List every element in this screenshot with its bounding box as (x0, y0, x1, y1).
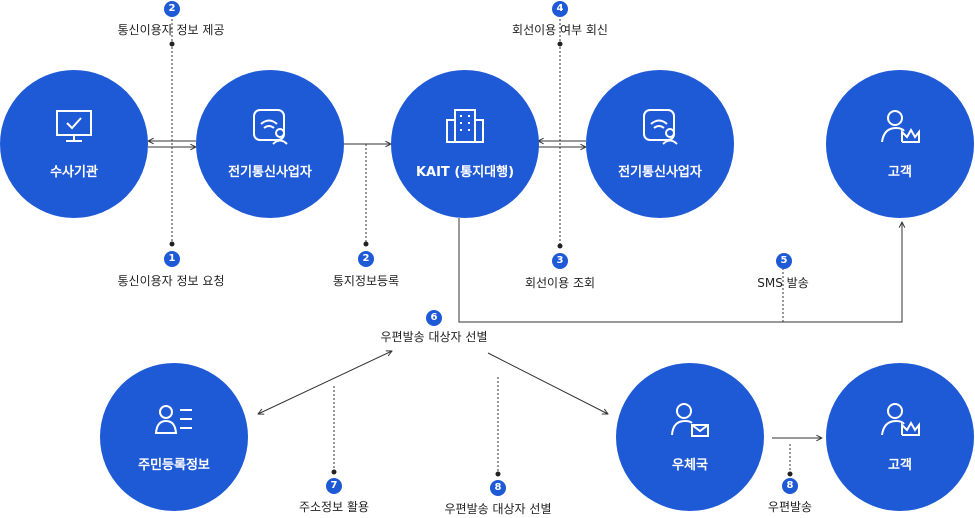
step-badge: 1 (164, 251, 180, 267)
step-label: 회선이용 여부 회신 (512, 23, 608, 37)
step-badge: 3 (552, 253, 568, 269)
node-resident-registry: 주민등록정보 (100, 363, 248, 511)
step-label: 우편발송 (767, 500, 813, 514)
step-badge: 8 (782, 478, 798, 494)
node-customer-1: 고객 (826, 70, 974, 218)
node-label: 고객 (888, 458, 912, 473)
node-label: 전기통신사업자 (228, 165, 312, 180)
step-badge: 7 (326, 478, 342, 494)
node-label: 주민등록정보 (138, 458, 210, 473)
arrow-center-post (487, 352, 608, 414)
step-badge: 2 (358, 251, 374, 267)
step-label: 우편발송 대상자 선별 (380, 330, 488, 344)
step-label: 회선이용 조회 (524, 276, 596, 290)
node-telecom-provider-1: 전기통신사업자 (196, 70, 344, 218)
step-badge: 4 (552, 1, 568, 17)
step-label: 주소정보 활용 (298, 500, 370, 514)
node-label: 수사기관 (50, 165, 98, 180)
router-user-icon (643, 109, 678, 145)
node-customer-2: 고객 (826, 363, 974, 511)
node-label: 고객 (888, 165, 912, 180)
arrow-kait-to-customer (458, 218, 902, 323)
node-label: 전기통신사업자 (618, 165, 702, 180)
building-icon (446, 109, 484, 143)
user-crown-icon (881, 110, 920, 143)
router-user-icon (253, 109, 288, 145)
step-label: SMS 발송 (757, 276, 809, 290)
node-kait: KAIT (통지대행) (391, 70, 539, 218)
arrow-center-resident (258, 351, 392, 414)
user-mail-icon (671, 403, 709, 437)
monitor-check-icon (56, 110, 92, 142)
user-crown-icon (881, 403, 920, 436)
node-label: KAIT (통지대행) (415, 165, 515, 180)
step-badge: 2 (164, 1, 180, 17)
user-list-icon (154, 405, 192, 434)
step-badge: 5 (776, 253, 792, 269)
step-badge: 8 (490, 480, 506, 496)
node-telecom-provider-2: 전기통신사업자 (586, 70, 734, 218)
step-label: 통신이용자 정보 제공 (117, 23, 225, 37)
step-badge: 6 (426, 310, 442, 326)
step-label: 통신이용자 정보 요청 (117, 274, 225, 288)
node-post-office: 우체국 (616, 363, 764, 511)
node-investigation-agency: 수사기관 (0, 70, 148, 218)
step-label: 우편발송 대상자 선별 (444, 502, 552, 516)
node-label: 우체국 (672, 458, 708, 473)
step-label: 통지정보등록 (332, 274, 400, 288)
